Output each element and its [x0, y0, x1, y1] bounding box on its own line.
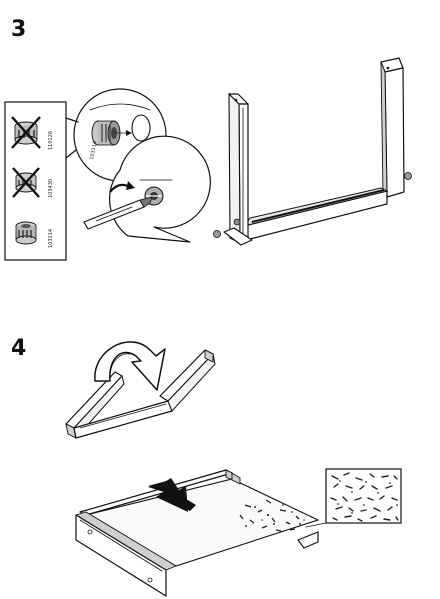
screwdriver-icon: [83, 196, 153, 230]
cam-lock-fitting-icon: [213, 172, 412, 238]
step-3-number: 3: [11, 17, 26, 42]
fitting-part-number: 103430: [48, 179, 54, 198]
step-3-frame-assembly: [213, 57, 412, 246]
detail-circle-tighten: [83, 135, 211, 243]
cam-lock-fitting-icon: [15, 221, 37, 245]
fitting-part-number: 110126: [48, 131, 54, 150]
fitting-103114: 103114: [15, 221, 54, 248]
cross-mark-icon: [12, 167, 40, 198]
fitting-part-number: 103114: [48, 229, 54, 248]
fitting-103430: 103430: [12, 167, 54, 198]
panel-texture: [239, 499, 305, 532]
step-4-panel-assembly: [75, 469, 320, 597]
cross-mark-icon: [11, 116, 41, 149]
fittings-legend: 110126 103430: [4, 101, 67, 261]
cam-lock-fitting-icon: [144, 186, 164, 206]
detail-part-number: 103114: [89, 141, 98, 161]
push-arrow-icon: [148, 478, 196, 512]
step-4-flip-frame: [65, 341, 216, 440]
fitting-110126: 110126: [11, 116, 54, 150]
panel-texture-swatch: [305, 468, 402, 528]
rotation-arrow-icon: [94, 341, 166, 391]
cam-lock-fitting-icon: [91, 120, 121, 146]
step-4-number: 4: [11, 336, 26, 361]
rotation-arrow-icon: [109, 181, 135, 193]
